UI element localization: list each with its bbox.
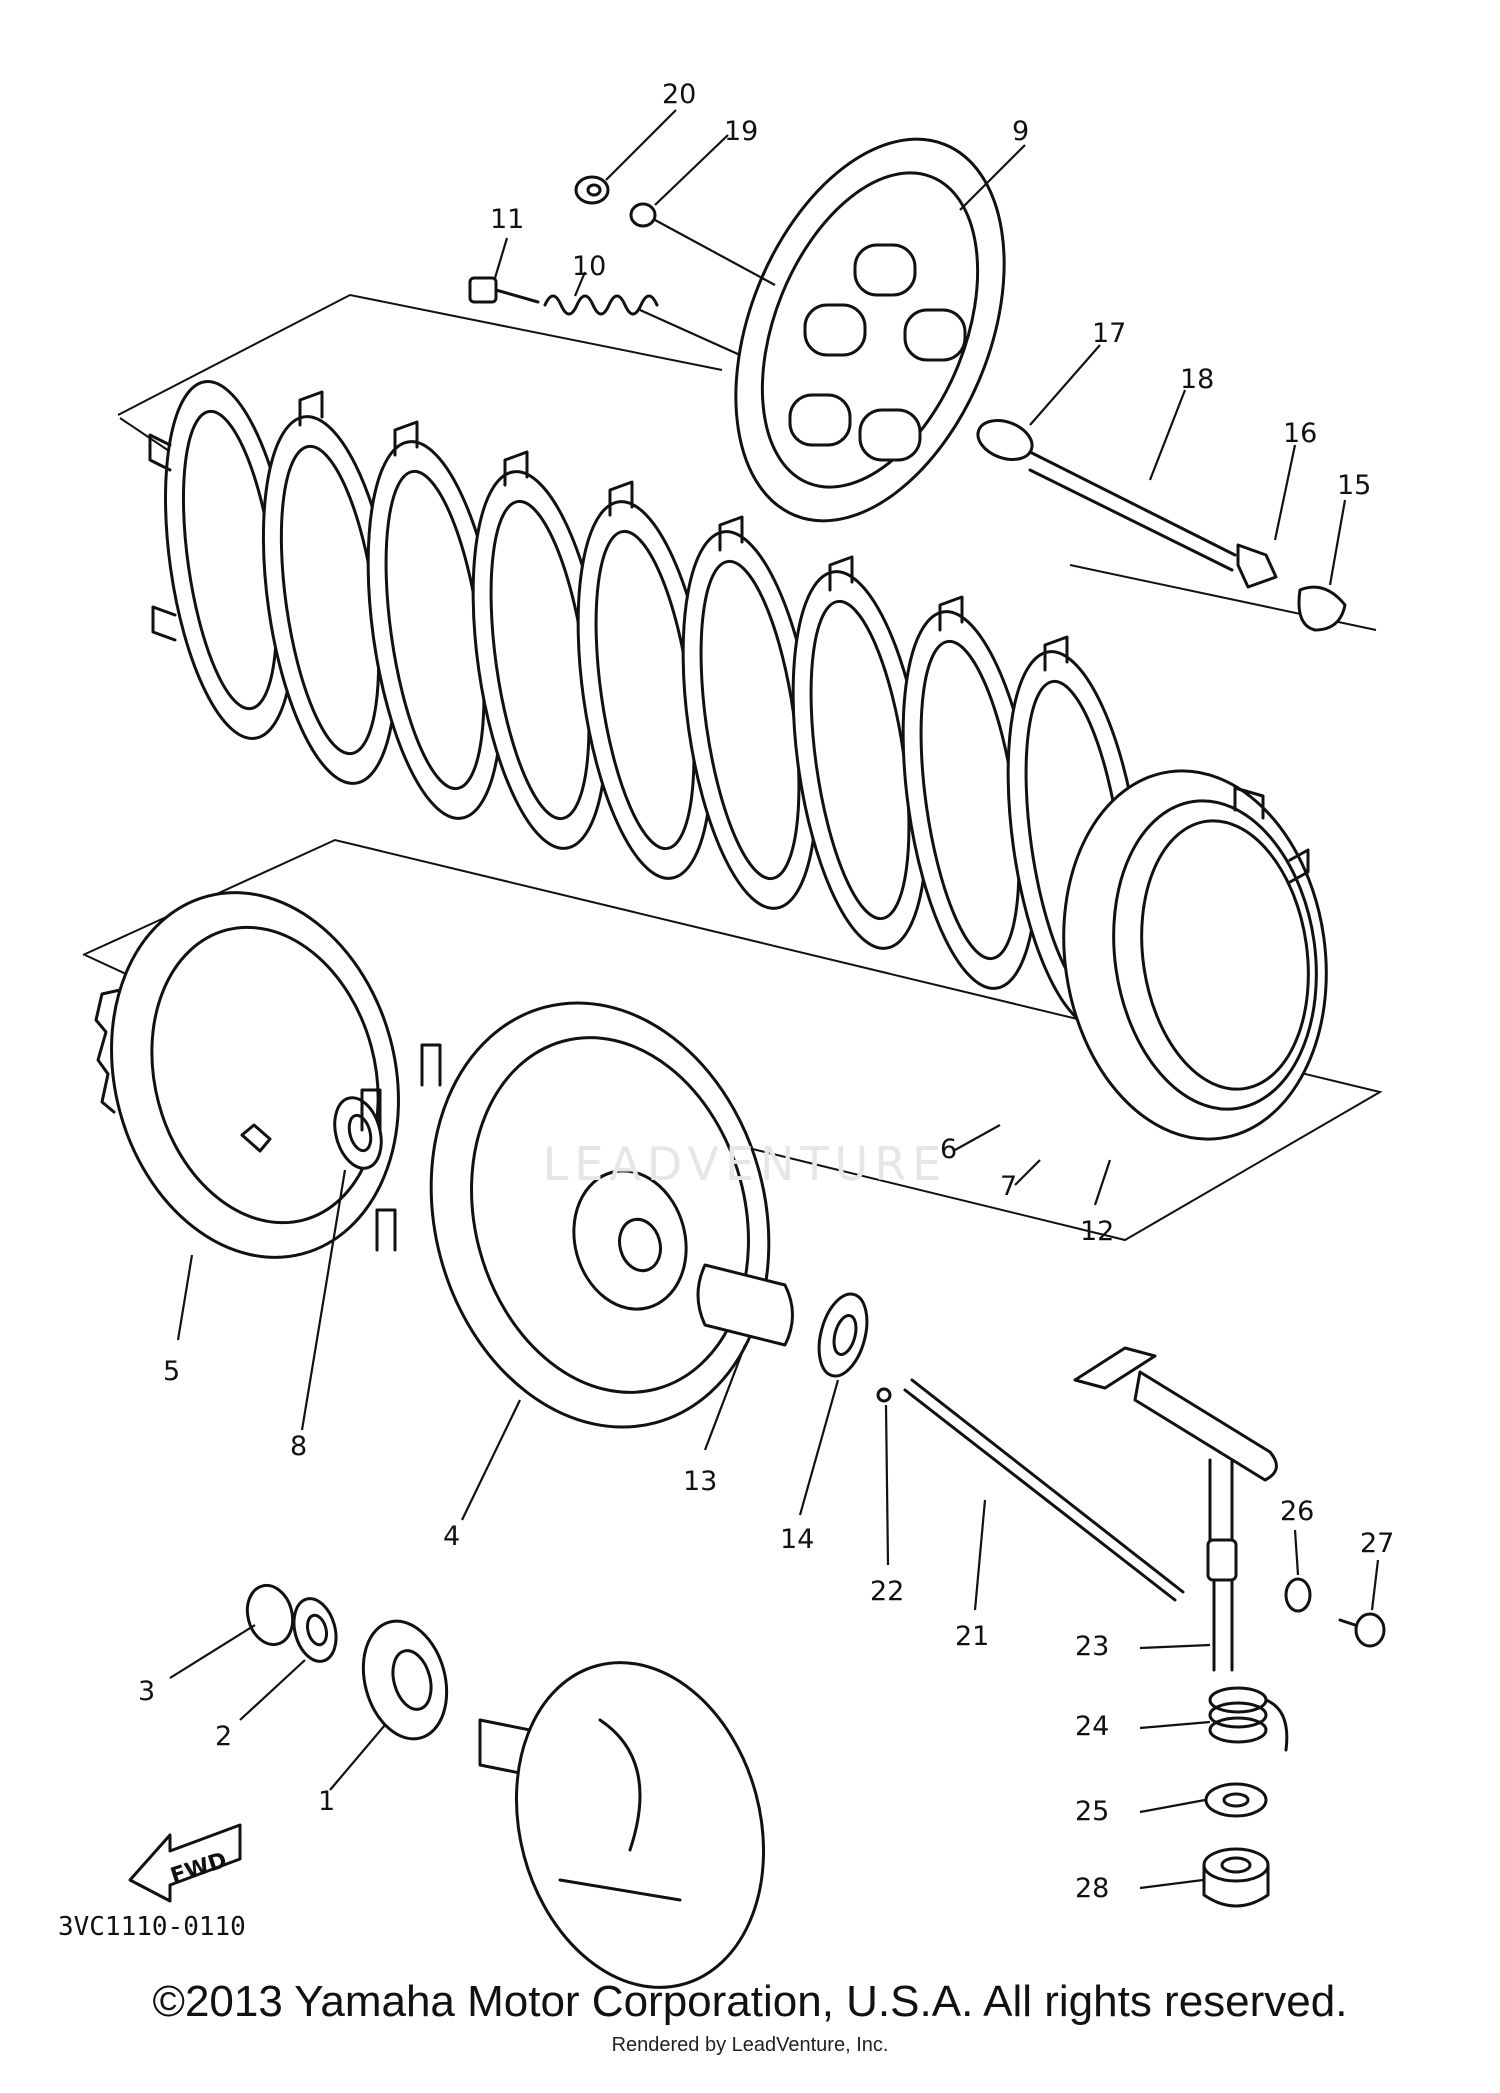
callout-26: 26 xyxy=(1280,1496,1314,1527)
callout-24: 24 xyxy=(1075,1711,1109,1742)
spring-bolt xyxy=(468,276,540,304)
callout-28: 28 xyxy=(1075,1873,1109,1904)
callout-17: 17 xyxy=(1092,318,1126,349)
callout-12: 12 xyxy=(1080,1216,1114,1247)
callout-18: 18 xyxy=(1180,364,1214,395)
callout-25: 25 xyxy=(1075,1796,1109,1827)
callout-16: 16 xyxy=(1283,418,1317,449)
callout-5: 5 xyxy=(163,1356,180,1387)
primary-drive-gear xyxy=(361,1619,449,1741)
crankshaft xyxy=(478,1661,766,1989)
washer-25 xyxy=(1204,1782,1268,1818)
callout-15: 15 xyxy=(1337,470,1371,501)
pressure-plate xyxy=(734,137,1006,523)
callout-14: 14 xyxy=(780,1524,814,1555)
callout-8: 8 xyxy=(290,1431,307,1462)
callout-27: 27 xyxy=(1360,1528,1394,1559)
clutch-plate-stack xyxy=(82,293,1383,1242)
callout-22: 22 xyxy=(870,1576,904,1607)
nut-20 xyxy=(574,175,610,205)
callout-2: 2 xyxy=(215,1721,232,1752)
sleeve-13 xyxy=(696,1263,794,1347)
watermark-text: LEADVENTURE xyxy=(543,1137,948,1191)
callout-6: 6 xyxy=(940,1134,957,1165)
callout-1: 1 xyxy=(318,1786,335,1817)
primary-driven-gear xyxy=(94,891,400,1259)
callout-21: 21 xyxy=(955,1621,989,1652)
washer-19 xyxy=(629,202,776,286)
callout-3: 3 xyxy=(138,1676,155,1707)
diagram-code: 3VC1110-0110 xyxy=(58,1912,246,1942)
push-rod-assembly xyxy=(976,419,1347,632)
washer-2 xyxy=(292,1597,338,1663)
leader-lines xyxy=(169,109,1380,1890)
copyright-notice: ©2013 Yamaha Motor Corporation, U.S.A. A… xyxy=(152,1977,1348,2026)
callout-10: 10 xyxy=(572,251,606,282)
oil-seal-28 xyxy=(1202,1847,1270,1908)
clutch-housing xyxy=(360,1001,771,1429)
clutch-boss xyxy=(1062,769,1328,1141)
thrust-washer-14 xyxy=(817,1292,869,1378)
callout-labels: 20 19 9 11 10 17 18 16 15 6 7 12 5 8 4 1… xyxy=(138,79,1394,1904)
callout-4: 4 xyxy=(443,1521,460,1552)
callout-9: 9 xyxy=(1012,116,1029,147)
fwd-arrow-icon: FWD xyxy=(128,1823,242,1903)
push-rod-21 xyxy=(903,1378,1185,1602)
bolt-27 xyxy=(1338,1612,1386,1648)
callout-7: 7 xyxy=(1000,1171,1017,1202)
callout-23: 23 xyxy=(1075,1631,1109,1662)
callout-11: 11 xyxy=(490,204,524,235)
callout-19: 19 xyxy=(724,116,758,147)
return-spring-24 xyxy=(1208,1686,1289,1752)
release-lever xyxy=(1073,1346,1278,1672)
rendered-by-notice: Rendered by LeadVenture, Inc. xyxy=(611,2034,889,2056)
callout-13: 13 xyxy=(683,1466,717,1497)
clutch-spring xyxy=(543,294,741,357)
washer-26 xyxy=(1284,1577,1312,1613)
ball-22 xyxy=(876,1387,892,1403)
nut-3 xyxy=(245,1583,295,1647)
callout-20: 20 xyxy=(662,79,696,110)
